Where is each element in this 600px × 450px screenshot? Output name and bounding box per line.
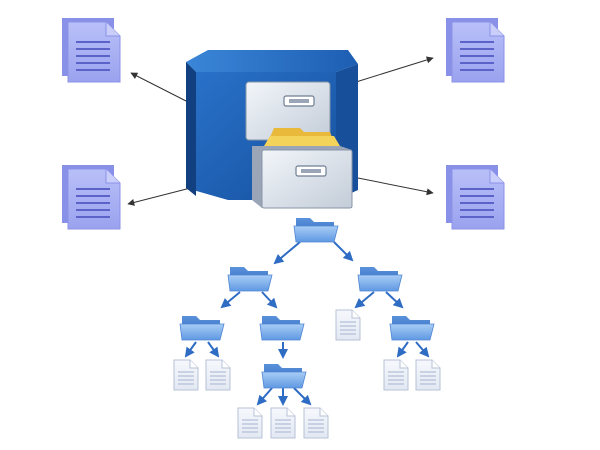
document-icon — [61, 17, 121, 83]
small-document-icon — [205, 359, 231, 391]
small-document-icon — [270, 407, 296, 439]
arrow-to-doc-top-left — [130, 72, 191, 104]
small-document-icon — [173, 359, 199, 391]
tree-arrow — [273, 241, 301, 265]
tree-arrow — [385, 291, 404, 309]
document-icon — [445, 17, 505, 83]
file-cabinet-icon — [186, 50, 358, 209]
folder-icon — [259, 315, 305, 341]
folder-icon — [179, 315, 225, 341]
folder-icon — [261, 363, 307, 389]
document-icon — [61, 164, 121, 230]
tree-arrow — [396, 341, 409, 358]
folder-icon — [227, 266, 273, 292]
tree-arrow — [184, 341, 197, 358]
small-document-icon — [415, 359, 441, 391]
tree-arrow — [415, 341, 430, 358]
small-document-icon — [383, 359, 409, 391]
document-icon — [445, 164, 505, 230]
folder-icon — [357, 266, 403, 292]
arrow-to-doc-top-right — [355, 56, 434, 83]
small-document-icon — [303, 407, 329, 439]
folder-icon — [389, 315, 435, 341]
tree-arrow — [220, 291, 241, 309]
tree-arrow — [256, 387, 273, 406]
small-document-icon — [237, 407, 263, 439]
tree-arrows — [184, 241, 430, 406]
tree-arrow — [333, 241, 354, 262]
folder-icon — [293, 217, 339, 243]
tree-arrow — [207, 341, 220, 358]
arrow-to-doc-bottom-right — [357, 177, 434, 196]
tree-arrow — [261, 291, 278, 309]
tree-arrow — [354, 291, 375, 309]
small-document-icon — [335, 309, 361, 341]
tree-arrow — [293, 387, 312, 406]
